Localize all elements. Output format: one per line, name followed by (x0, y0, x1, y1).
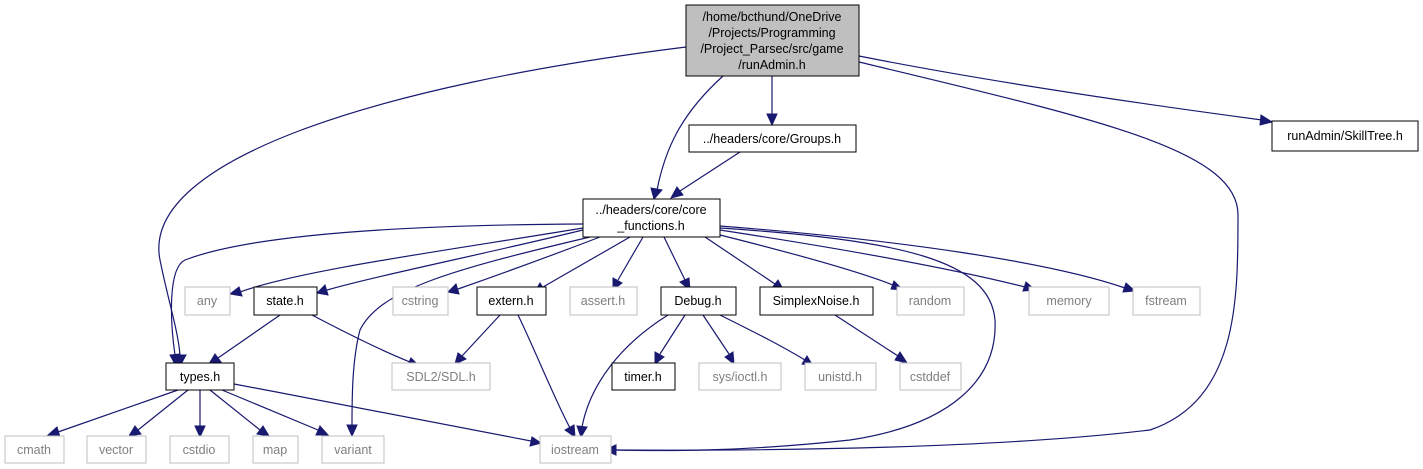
node-fstream[interactable]: fstream (1132, 286, 1201, 316)
node-label: iostream (551, 443, 599, 457)
edge-core-to-memory (719, 229, 1037, 292)
edge-core-to-assert (612, 236, 644, 292)
node-label: ../headers/core/core (595, 203, 706, 217)
node-cstring[interactable]: cstring (392, 286, 449, 316)
edge-core-to-cstring (446, 236, 601, 295)
node-sys-ioctl-h[interactable]: sys/ioctl.h (698, 362, 782, 391)
node-label: cstring (402, 294, 439, 308)
edge-root-to-skilltree (858, 55, 1274, 126)
edge-state-to-types (208, 314, 281, 365)
edge-types-to-map (209, 389, 270, 437)
node-core-functions-h[interactable]: ../headers/core/core _functions.h (582, 198, 721, 238)
edge-core-to-iostream (603, 227, 996, 456)
edge-groups-to-core (670, 151, 741, 199)
node-label: cmath (17, 443, 51, 457)
edge-core-to-simplexnoise (704, 236, 785, 292)
node-label: unistd.h (818, 370, 862, 384)
node-iostream[interactable]: iostream (539, 435, 612, 464)
node-map[interactable]: map (252, 435, 299, 464)
node-label: vector (99, 443, 133, 457)
node-label: random (909, 294, 951, 308)
node-label: cstddef (910, 370, 951, 384)
node-debug-h[interactable]: Debug.h (660, 286, 737, 316)
node-timer-h[interactable]: timer.h (611, 362, 676, 391)
edge-simplexnoise-to-cstddef (834, 314, 909, 364)
node-variant[interactable]: variant (321, 435, 385, 464)
node-types-h[interactable]: types.h (165, 362, 235, 391)
edge-state-to-sdl (311, 314, 421, 367)
edge-types-to-iostream (233, 383, 543, 447)
edge-root-to-iostream (603, 61, 1239, 456)
edge-types-to-vector (128, 389, 189, 437)
edge-extern-to-iostream (517, 314, 576, 439)
node-state-h[interactable]: state.h (253, 286, 318, 316)
node-vector[interactable]: vector (86, 435, 147, 464)
node-label: cstdio (183, 443, 216, 457)
node-label: assert.h (581, 294, 626, 308)
node-label: types.h (180, 370, 220, 384)
node-label: runAdmin/SkillTree.h (1287, 129, 1403, 143)
node-label: timer.h (624, 370, 662, 384)
edge-core-to-random (719, 234, 905, 291)
nodes: /home/bcthund/OneDrive /Projects/Program… (4, 4, 1419, 464)
edge-types-to-cstdio (194, 390, 206, 439)
edge-core-to-fstream (719, 225, 1137, 293)
node-label: map (263, 443, 287, 457)
edge-debug-to-ioctl (702, 314, 735, 366)
edge-core-to-any (228, 227, 584, 297)
node-label: /Project_Parsec/src/game (700, 42, 843, 56)
node-any[interactable]: any (184, 286, 231, 316)
node-sdl2-sdl-h[interactable]: SDL2/SDL.h (391, 362, 491, 391)
node-skilltree-h[interactable]: runAdmin/SkillTree.h (1271, 120, 1419, 152)
edge-extern-to-sdl (454, 314, 501, 365)
node-label: fstream (1145, 294, 1187, 308)
node-label: state.h (266, 294, 304, 308)
node-label: _functions.h (616, 219, 684, 233)
node-label: any (197, 294, 218, 308)
edge-core-to-variant (346, 236, 591, 438)
node-cmath[interactable]: cmath (4, 435, 65, 464)
node-label: /home/bcthund/OneDrive (703, 10, 842, 24)
edge-core-to-state (315, 229, 584, 296)
node-extern-h[interactable]: extern.h (476, 286, 547, 316)
node-groups-h[interactable]: ../headers/core/Groups.h (688, 124, 857, 153)
node-simplexnoise-h[interactable]: SimplexNoise.h (759, 286, 874, 316)
node-cstddef[interactable]: cstddef (899, 362, 962, 391)
node-label: SDL2/SDL.h (406, 370, 476, 384)
edge-debug-to-timer (654, 314, 686, 366)
edge-types-to-variant (221, 389, 330, 436)
edge-root-to-groups (766, 76, 778, 127)
edge-types-to-cmath (45, 389, 179, 438)
node-memory[interactable]: memory (1028, 286, 1110, 316)
edge-core-to-debug (663, 236, 691, 292)
node-unistd-h[interactable]: unistd.h (804, 362, 877, 391)
edge-root-to-core (650, 75, 724, 201)
node-cstdio[interactable]: cstdio (169, 435, 230, 464)
edges (45, 46, 1274, 456)
node-label: sys/ioctl.h (713, 370, 768, 384)
node-label: extern.h (488, 294, 533, 308)
node-label: ../headers/core/Groups.h (703, 132, 841, 146)
node-label: SimplexNoise.h (773, 294, 860, 308)
node-label: variant (334, 443, 372, 457)
node-runadmin-h[interactable]: /home/bcthund/OneDrive /Projects/Program… (685, 4, 860, 77)
node-assert-h[interactable]: assert.h (569, 286, 638, 316)
edge-debug-to-iostream (576, 314, 669, 439)
node-random[interactable]: random (896, 286, 965, 316)
node-label: /Projects/Programming (708, 26, 835, 40)
node-label: /runAdmin.h (738, 58, 805, 72)
node-label: memory (1046, 294, 1092, 308)
edge-core-to-types (169, 223, 584, 368)
node-label: Debug.h (674, 294, 721, 308)
